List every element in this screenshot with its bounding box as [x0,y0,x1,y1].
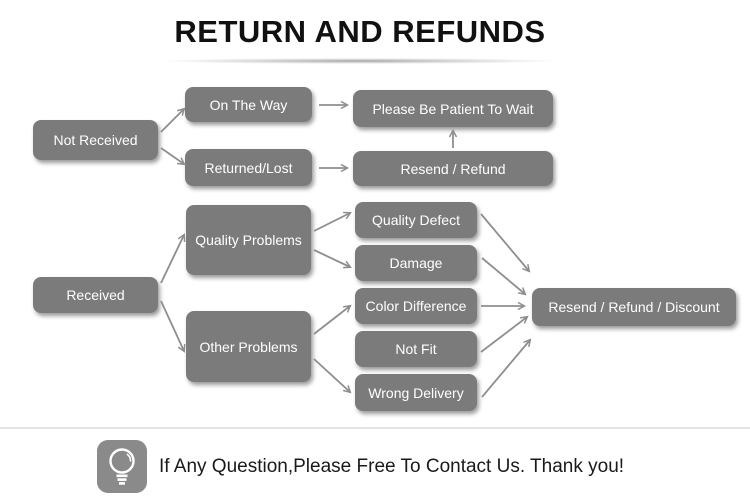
arrow-quality-problems-to-damage [313,249,350,267]
flow-node-quality-problems: Quality Problems [186,205,311,275]
flow-node-please-be-patient: Please Be Patient To Wait [353,90,553,127]
arrow-received-to-other-problems [160,300,184,351]
flow-node-returned-lost: Returned/Lost [185,149,312,186]
flow-node-color-difference: Color Difference [355,288,477,324]
lightbulb-icon [97,440,147,493]
footer-divider [0,427,750,429]
arrow-other-problems-to-color-difference [313,306,350,335]
title-underline [160,58,558,64]
flow-node-not-fit: Not Fit [355,331,477,367]
arrow-other-problems-to-wrong-delivery [313,358,350,392]
flow-node-resend-refund: Resend / Refund [353,151,553,186]
flow-node-damage: Damage [355,245,477,281]
flow-node-resend-refund-discount: Resend / Refund / Discount [532,288,736,326]
flow-node-other-problems: Other Problems [186,311,311,382]
flow-node-quality-defect: Quality Defect [355,202,477,238]
footer: If Any Question,Please Free To Contact U… [97,440,624,493]
arrow-quality-problems-to-quality-defect [313,213,350,232]
footer-message: If Any Question,Please Free To Contact U… [159,455,625,477]
flow-node-not-received: Not Received [33,120,158,160]
arrow-not-received-to-on-the-way [160,109,184,133]
flow-node-wrong-delivery: Wrong Delivery [355,374,477,411]
arrow-damage-to-discount [481,257,525,294]
arrow-wrong-delivery-to-discount [481,340,530,398]
arrow-not-fit-to-discount [480,317,527,353]
page-title: RETURN AND REFUNDS [174,14,546,49]
arrow-not-received-to-returned-lost [160,147,184,164]
flow-node-on-the-way: On The Way [185,87,312,122]
arrow-received-to-quality-problems [160,235,184,284]
flow-node-received: Received [33,277,158,313]
arrow-quality-defect-to-discount [480,213,529,271]
